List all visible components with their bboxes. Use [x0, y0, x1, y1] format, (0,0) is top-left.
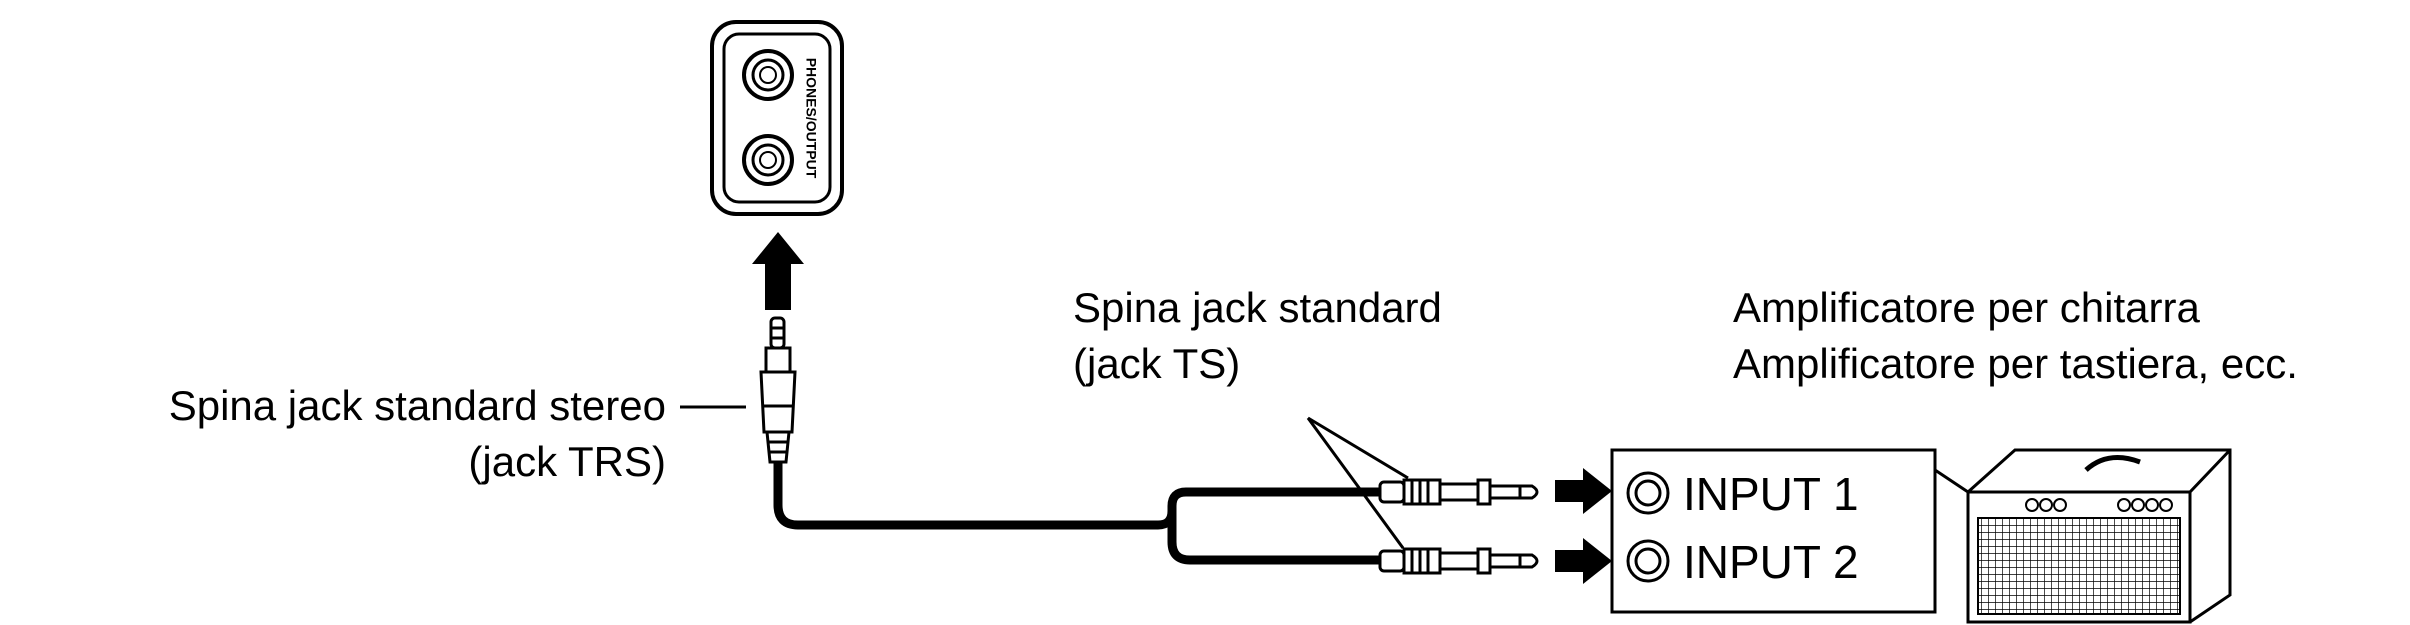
- output-jack-panel: PHONES/OUTPUT: [710, 20, 844, 216]
- right-arrow-icon: [1555, 538, 1612, 584]
- jack-socket-upper: [742, 49, 794, 101]
- mono-plug-leader-lines: [1306, 416, 1409, 549]
- input-jack-1-icon: [1626, 471, 1670, 515]
- jack-socket-lower: [742, 134, 794, 186]
- mono-ts-plug-2-icon: [1378, 547, 1539, 575]
- input-jack-2-icon: [1626, 539, 1670, 583]
- amplifier-icon: [1966, 448, 2232, 624]
- input-2-label: INPUT 2: [1683, 536, 1859, 588]
- mono-plug-label-line1: Spina jack standard: [1073, 284, 1442, 331]
- mono-ts-plug-1-icon: [1378, 478, 1539, 506]
- up-arrow-icon: [752, 232, 804, 310]
- amp-label-line1: Amplificatore per chitarra: [1733, 284, 2200, 331]
- mono-plug-label-line2: (jack TS): [1073, 340, 1240, 387]
- stereo-plug-label-line1: Spina jack standard stereo: [169, 382, 666, 429]
- stereo-trs-plug-icon: [759, 316, 797, 464]
- phones-output-label: PHONES/OUTPUT: [803, 58, 819, 179]
- right-arrow-icon: [1555, 468, 1612, 514]
- stereo-plug-label-line2: (jack TRS): [468, 438, 666, 485]
- amp-control-knobs: [2025, 498, 2173, 512]
- amp-input-panel: INPUT 1 INPUT 2: [1610, 448, 1937, 614]
- input-1-label: INPUT 1: [1683, 468, 1859, 520]
- amp-leader-line: [1934, 468, 1969, 494]
- amp-label-line2: Amplificatore per tastiera, ecc.: [1733, 340, 2298, 387]
- y-split-cable: [773, 462, 1385, 565]
